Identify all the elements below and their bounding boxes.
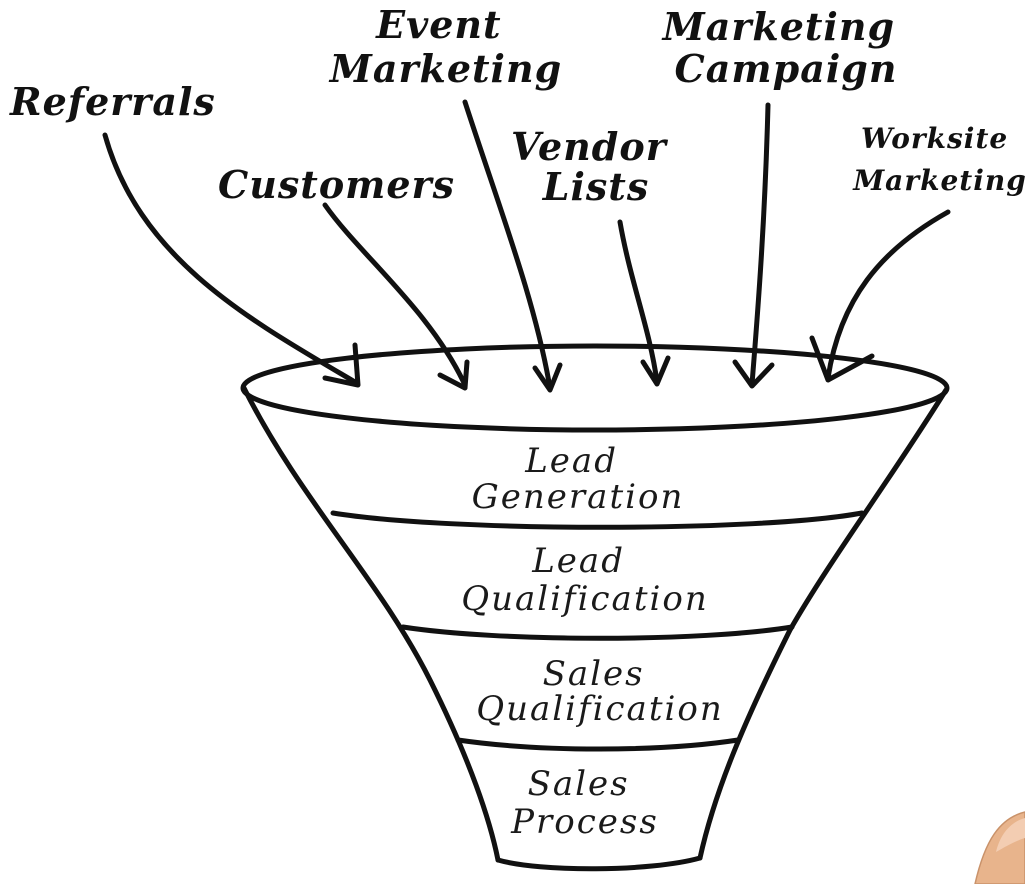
arrow-customers xyxy=(322,202,470,391)
stage-sales-qualification: Sales Qualification xyxy=(476,654,723,729)
arrow-referrals xyxy=(102,132,361,388)
arrow-marketing-campaign xyxy=(732,102,775,389)
funnel xyxy=(240,343,950,872)
label-marketing-campaign: Marketing Campaign xyxy=(661,4,910,91)
fingertip-nail xyxy=(996,818,1025,852)
label-referrals: Referrals xyxy=(9,79,216,124)
funnel-bottom xyxy=(495,855,703,872)
stage-divider-3 xyxy=(455,737,741,752)
arrows xyxy=(102,99,951,393)
funnel-rim xyxy=(240,343,950,433)
fingertip xyxy=(974,811,1025,884)
stage-lead-qualification: Lead Qualification xyxy=(461,541,708,619)
stage-labels: Lead Generation Lead Qualification Sales… xyxy=(461,441,723,842)
stage-divider-2 xyxy=(400,624,795,641)
stage-sales-process: Sales Process xyxy=(510,764,659,842)
arrow-worksite-marketing xyxy=(809,209,951,383)
source-labels: Referrals Customers Event Marketing Vend… xyxy=(9,2,1025,209)
funnel-right-side xyxy=(697,387,949,861)
stage-divider-1 xyxy=(330,510,865,530)
label-customers: Customers xyxy=(218,162,455,207)
stage-lead-generation: Lead Generation xyxy=(472,441,685,517)
label-worksite-marketing: Worksite Marketing xyxy=(852,122,1025,197)
label-event-marketing: Event Marketing xyxy=(328,2,562,91)
arrow-vendor-lists xyxy=(617,219,671,387)
label-vendor-lists: Vendor Lists xyxy=(511,124,681,209)
arrow-event-marketing xyxy=(462,99,563,393)
funnel-left-side xyxy=(241,385,501,863)
